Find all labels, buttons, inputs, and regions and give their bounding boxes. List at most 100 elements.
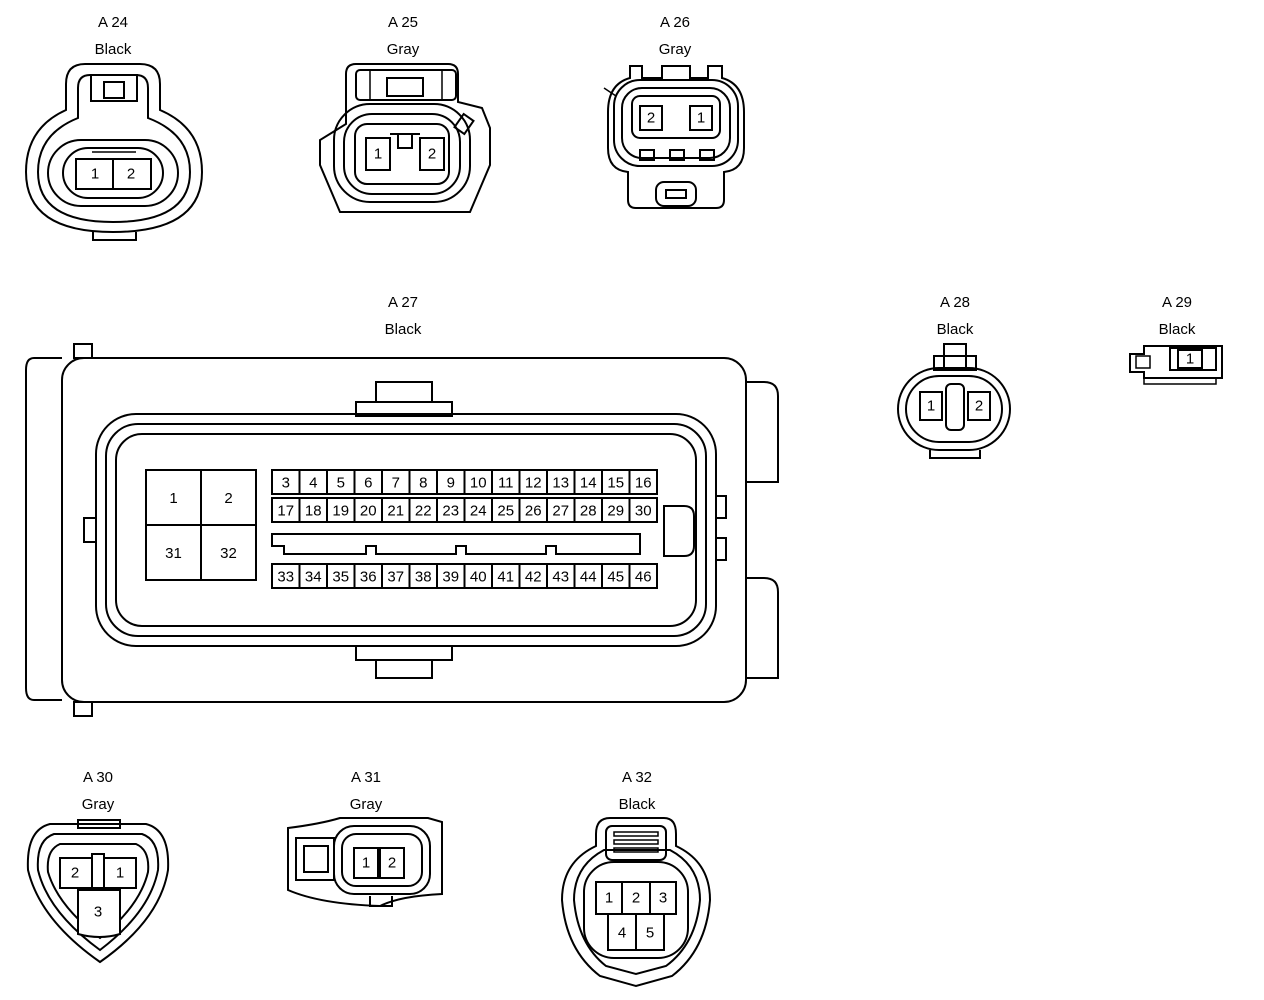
a27-pin: 44: [580, 569, 597, 586]
a27-pin: 26: [525, 503, 542, 520]
a27-pin-cell: [408, 497, 438, 523]
a27-pin: 19: [332, 503, 349, 520]
a27-pin: 10: [470, 475, 487, 492]
a27-pin-cell: [491, 563, 521, 589]
a32-pin: 3: [659, 890, 667, 907]
a25-pin: 2: [428, 146, 436, 163]
a27-pin-cell: [518, 563, 548, 589]
a27-pin-cell: [326, 497, 356, 523]
connector-a25-id: A 25: [388, 14, 418, 31]
a27-pin-cell: [436, 497, 466, 523]
a27-pin-cell: [200, 524, 257, 581]
a27-pin: 7: [392, 475, 400, 492]
a27-pin-cell: [200, 469, 257, 526]
a26-pin: 2: [647, 110, 655, 127]
a27-pin: 34: [305, 569, 322, 586]
a27-pin: 8: [419, 475, 427, 492]
a32-pin: 1: [605, 890, 613, 907]
a27-pin: 33: [277, 569, 294, 586]
a27-pin-cell: [298, 563, 328, 589]
connector-a25-color: Gray: [387, 41, 420, 58]
a27-pin: 18: [305, 503, 322, 520]
a27-pin: 31: [165, 545, 182, 562]
a27-pin-cell: [628, 563, 658, 589]
connector-a29: A 29 Black 1: [1129, 294, 1223, 385]
a27-pin: 32: [220, 545, 237, 562]
a27-pin: 3: [282, 475, 290, 492]
connector-a26-id: A 26: [660, 14, 690, 31]
a27-pin-cell: [491, 469, 521, 495]
a27-pin: 38: [415, 569, 432, 586]
a27-pin-cell: [546, 563, 576, 589]
a27-pin: 14: [580, 475, 597, 492]
a27-pin-cell: [381, 469, 411, 495]
a27-pin-cell: [628, 497, 658, 523]
connector-a25: A 25 Gray 1 2: [319, 14, 491, 213]
a27-pin: 11: [498, 475, 514, 492]
a27-pin-cell: [381, 563, 411, 589]
a27-pin: 13: [552, 475, 569, 492]
a25-pin: 1: [374, 146, 382, 163]
connector-a28: A 28 Black 1 2: [897, 294, 1011, 459]
a27-pin-cell: [628, 469, 658, 495]
a31-pin: 1: [362, 855, 370, 872]
connector-a28-color: Black: [937, 321, 974, 338]
a27-pin: 23: [442, 503, 459, 520]
connector-a27-id: A 27: [388, 294, 418, 311]
a27-pin-cell: [353, 563, 383, 589]
a27-pin-cell: [436, 563, 466, 589]
a27-pin: 46: [635, 569, 652, 586]
a27-pin-cell: [601, 469, 631, 495]
a27-pin-cell: [326, 469, 356, 495]
a27-pin: 16: [635, 475, 652, 492]
a24-pin: 2: [127, 166, 135, 183]
a27-pin: 1: [169, 490, 177, 507]
a27-pin-cell: [518, 469, 548, 495]
a27-pin: 12: [525, 475, 542, 492]
a26-pin: 1: [697, 110, 705, 127]
a27-pin: 15: [607, 475, 624, 492]
connector-a32-color: Black: [619, 796, 656, 813]
a27-pin: 36: [360, 569, 377, 586]
connector-a30-id: A 30: [83, 769, 113, 786]
a27-pin-cell: [381, 497, 411, 523]
connector-a24-id: A 24: [98, 14, 128, 31]
connector-a29-id: A 29: [1162, 294, 1192, 311]
a27-pin: 4: [309, 475, 317, 492]
a30-pin: 3: [94, 904, 102, 921]
connector-a27-color: Black: [385, 321, 422, 338]
connector-a26: A 26 Gray 2 1: [603, 14, 745, 209]
a27-pin: 40: [470, 569, 487, 586]
a27-pin: 42: [525, 569, 542, 586]
connector-a30: A 30 Gray 2 1 3: [26, 769, 170, 964]
a32-pin: 2: [632, 890, 640, 907]
connector-a32: A 32 Black 1 2 3 4 5: [560, 769, 712, 988]
connector-a31-id: A 31: [351, 769, 381, 786]
a27-pin: 22: [415, 503, 432, 520]
a27-pin-cell: [491, 497, 521, 523]
a27-pin: 25: [497, 503, 514, 520]
connector-a26-color: Gray: [659, 41, 692, 58]
connector-a30-color: Gray: [82, 796, 115, 813]
connector-a31: A 31 Gray 1 2: [287, 769, 443, 908]
a27-pin-cell: [601, 497, 631, 523]
a27-pin-cell: [573, 469, 603, 495]
connector-a28-id: A 28: [940, 294, 970, 311]
connector-a29-color: Black: [1159, 321, 1196, 338]
a24-pin: 1: [91, 166, 99, 183]
a28-pin: 2: [975, 398, 983, 415]
connector-a24-color: Black: [95, 41, 132, 58]
a27-pin: 5: [337, 475, 345, 492]
a27-pin: 28: [580, 503, 597, 520]
connector-a32-id: A 32: [622, 769, 652, 786]
a27-pin-cell: [408, 563, 438, 589]
a27-pin: 21: [387, 503, 404, 520]
a27-pin: 20: [360, 503, 377, 520]
a31-pin: 2: [388, 855, 396, 872]
a27-pin: 45: [607, 569, 624, 586]
a27-pin: 17: [277, 503, 294, 520]
